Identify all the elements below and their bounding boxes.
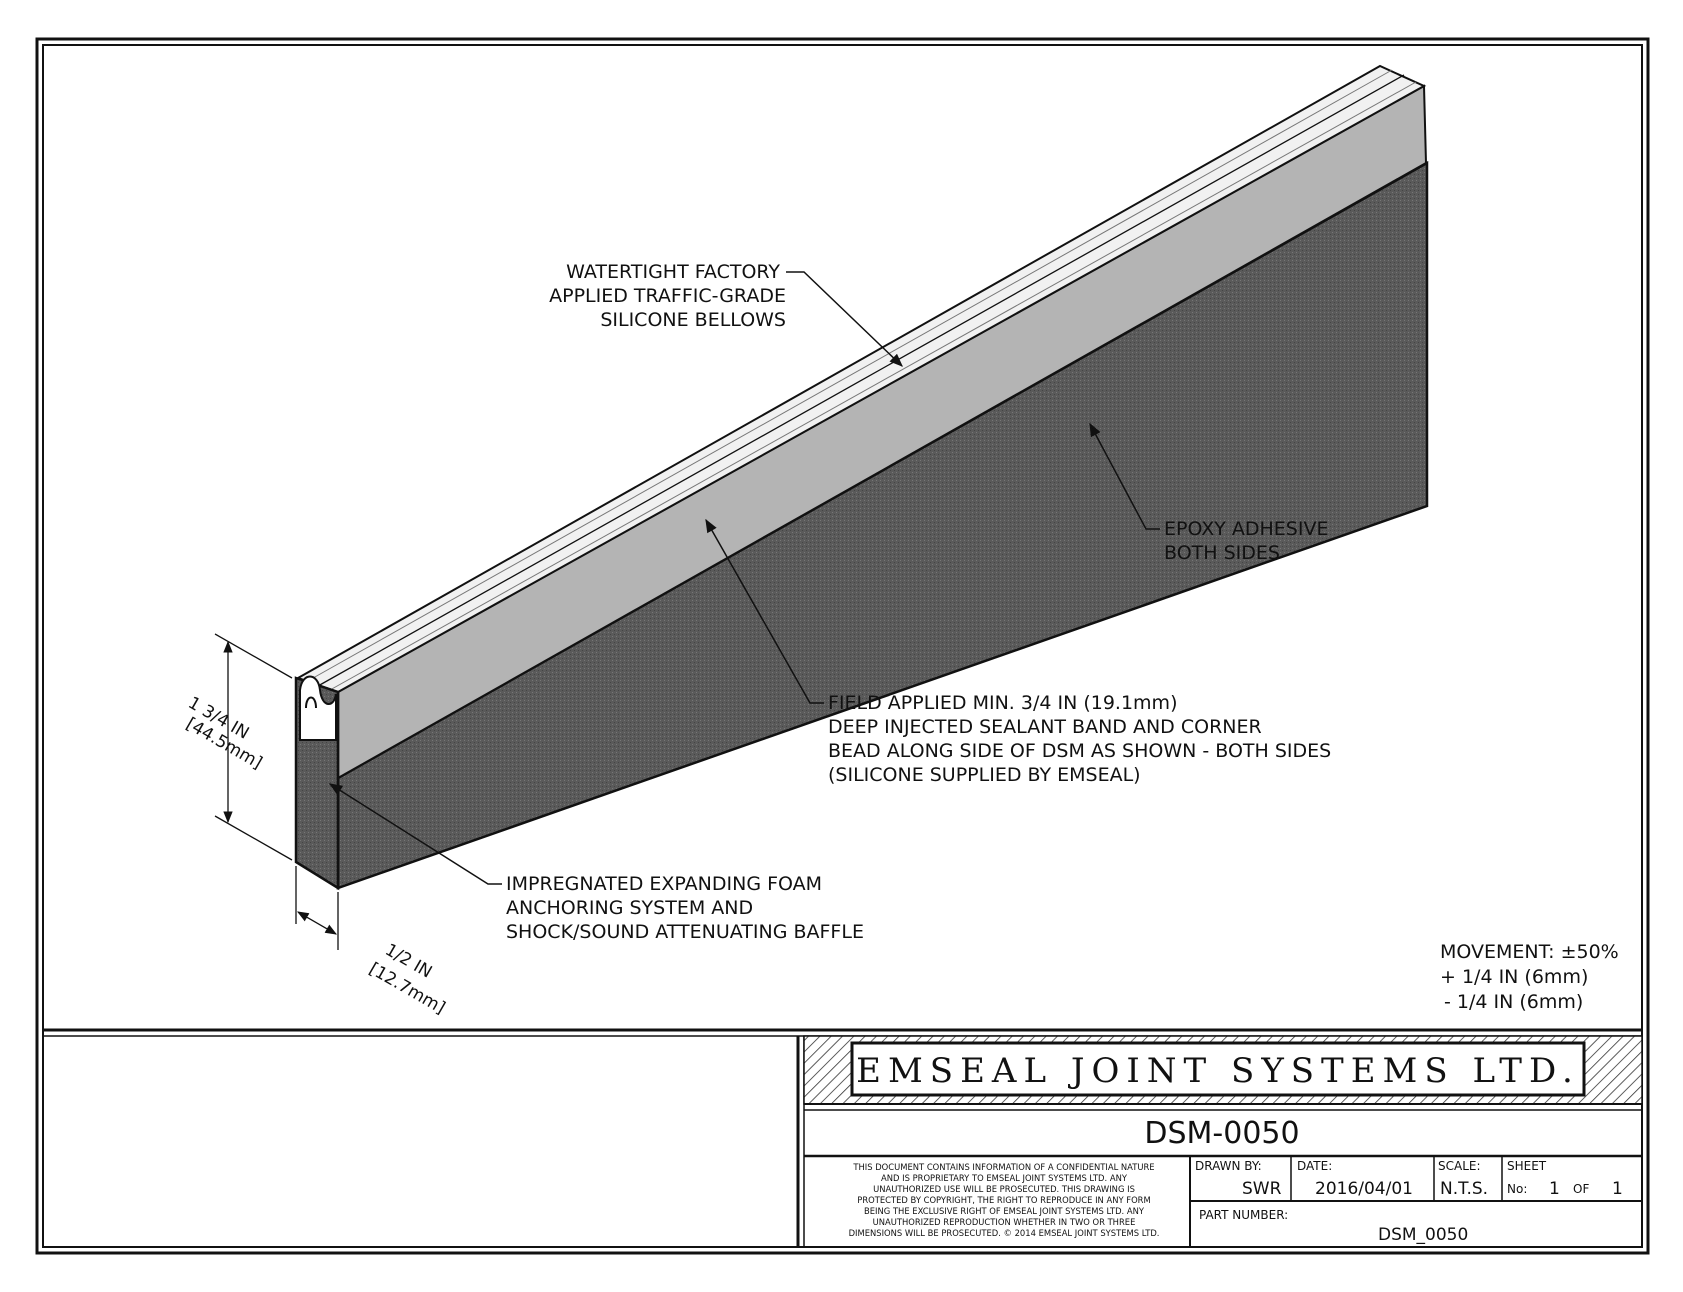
callout-bellows-line1: WATERTIGHT FACTORY	[566, 261, 780, 283]
drawing-number: DSM-0050	[1144, 1116, 1299, 1151]
sheet-no-value: 1	[1549, 1179, 1560, 1199]
date-label: DATE:	[1297, 1159, 1332, 1173]
bellows-end-profile	[299, 675, 337, 741]
scale-label: SCALE:	[1438, 1159, 1481, 1173]
svg-text:PROTECTED BY COPYRIGHT, THE RI: PROTECTED BY COPYRIGHT, THE RIGHT TO REP…	[857, 1195, 1150, 1205]
svg-text:BEING THE EXCLUSIVE RIGHT OF E: BEING THE EXCLUSIVE RIGHT OF EMSEAL JOIN…	[864, 1206, 1145, 1216]
svg-text:AND IS PROPRIETARY TO EMSEAL J: AND IS PROPRIETARY TO EMSEAL JOINT SYSTE…	[881, 1173, 1128, 1183]
callout-sealant-line2: DEEP INJECTED SEALANT BAND AND CORNER	[828, 716, 1262, 738]
company-banner	[850, 1041, 1586, 1097]
callout-sealant: FIELD APPLIED MIN. 3/4 IN (19.1mm) DEEP …	[705, 518, 1331, 786]
callout-sealant-line3: BEAD ALONG SIDE OF DSM AS SHOWN - BOTH S…	[828, 740, 1331, 762]
part-number-value: DSM_0050	[1378, 1225, 1468, 1245]
callout-bellows: WATERTIGHT FACTORY APPLIED TRAFFIC-GRADE…	[549, 261, 903, 367]
movement-note: MOVEMENT: ±50% + 1/4 IN (6mm) - 1/4 IN (…	[1440, 941, 1619, 1013]
drawn-by-value: SWR	[1242, 1179, 1282, 1199]
movement-line2: + 1/4 IN (6mm)	[1440, 966, 1588, 988]
callout-sealant-line4: (SILICONE SUPPLIED BY EMSEAL)	[828, 764, 1141, 786]
callout-foam: IMPREGNATED EXPANDING FOAM ANCHORING SYS…	[328, 783, 864, 943]
sheet-label: SHEET	[1507, 1159, 1547, 1173]
confidential-notice: THIS DOCUMENT CONTAINS INFORMATION OF A …	[849, 1162, 1160, 1238]
callout-foam-line3: SHOCK/SOUND ATTENUATING BAFFLE	[506, 921, 864, 943]
sheet-no-label: No:	[1507, 1182, 1527, 1196]
sheet-total-value: 1	[1612, 1179, 1623, 1199]
bellows-ridge-3	[329, 81, 1417, 691]
drawn-by-label: DRAWN BY:	[1195, 1159, 1262, 1173]
title-block: EMSEAL JOINT SYSTEMS LTD. DSM-0050 THIS …	[796, 1035, 1643, 1247]
callout-sealant-line1: FIELD APPLIED MIN. 3/4 IN (19.1mm)	[828, 692, 1177, 714]
bellows-ridge	[317, 74, 1405, 687]
callout-bellows-line2: APPLIED TRAFFIC-GRADE	[549, 285, 786, 307]
movement-line3: - 1/4 IN (6mm)	[1444, 991, 1583, 1013]
callout-epoxy: EPOXY ADHESIVE BOTH SIDES	[1089, 422, 1328, 564]
sheet-outer-border	[35, 37, 1650, 1255]
sheet-of-label: OF	[1573, 1182, 1589, 1196]
date-value: 2016/04/01	[1315, 1179, 1413, 1199]
svg-text:DIMENSIONS WILL BE PROSECUTED.: DIMENSIONS WILL BE PROSECUTED. © 2014 EM…	[849, 1228, 1160, 1238]
part-number-label: PART NUMBER:	[1199, 1208, 1288, 1222]
bellows-end-loop	[305, 696, 317, 709]
bellows-ridge-2	[305, 69, 1393, 683]
svg-text:UNAUTHORIZED USE WILL BE PROSE: UNAUTHORIZED USE WILL BE PROSECUTED. THI…	[873, 1184, 1135, 1194]
width-dimension: 1/2 IN [12.7mm]	[295, 866, 448, 1018]
scale-value: N.T.S.	[1440, 1179, 1488, 1199]
callout-epoxy-line1: EPOXY ADHESIVE	[1164, 518, 1328, 540]
svg-text:THIS DOCUMENT CONTAINS INFORMA: THIS DOCUMENT CONTAINS INFORMATION OF A …	[852, 1162, 1154, 1172]
height-dimension: 1 3/4 IN [44.5mm]	[183, 633, 293, 861]
callout-foam-line1: IMPREGNATED EXPANDING FOAM	[506, 873, 822, 895]
company-name: EMSEAL JOINT SYSTEMS LTD.	[856, 1051, 1580, 1091]
svg-text:UNAUTHORIZED REPRODUCTION WHET: UNAUTHORIZED REPRODUCTION WHETHER IN TWO…	[873, 1217, 1136, 1227]
sheet-inner-border	[42, 44, 1643, 1248]
callout-bellows-line3: SILICONE BELLOWS	[600, 309, 786, 331]
movement-line1: MOVEMENT: ±50%	[1440, 941, 1619, 963]
dsm-product-isometric	[294, 64, 1429, 891]
callout-epoxy-line2: BOTH SIDES	[1164, 542, 1280, 564]
callout-foam-line2: ANCHORING SYSTEM AND	[506, 897, 753, 919]
